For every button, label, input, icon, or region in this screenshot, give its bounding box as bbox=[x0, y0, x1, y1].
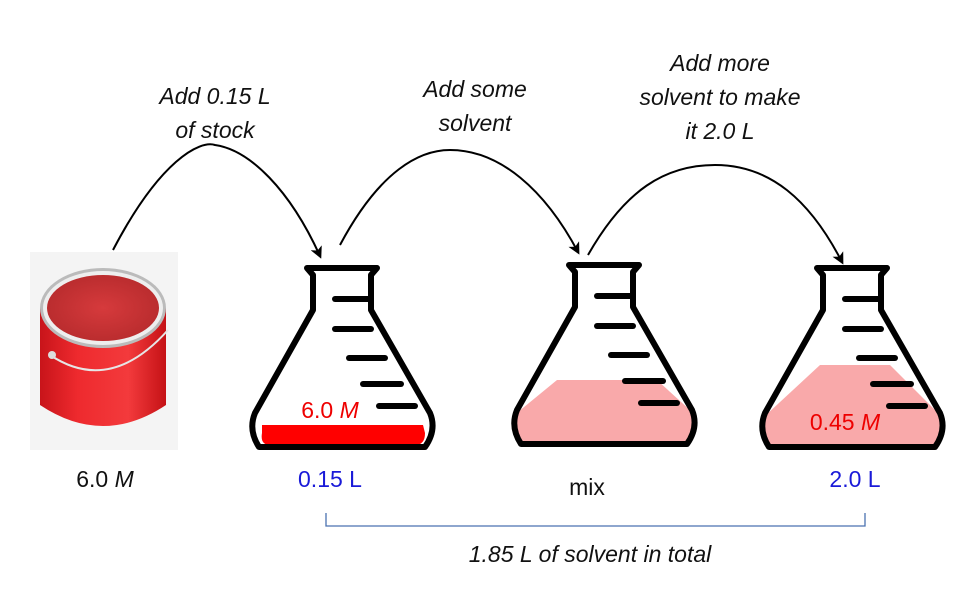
arrow-3 bbox=[587, 163, 844, 265]
step-2-label: Add some solvent bbox=[423, 76, 527, 136]
paint-can-icon bbox=[30, 252, 178, 450]
flask-3-concentration: 0.45 M bbox=[809, 409, 881, 435]
flask-1-concentration: 6.0 M bbox=[301, 397, 359, 423]
flask-1-icon bbox=[249, 265, 436, 450]
arrow-1 bbox=[112, 143, 322, 259]
step-1-label: Add 0.15 L of stock bbox=[159, 83, 271, 143]
flask-2-label: mix bbox=[569, 474, 605, 500]
flask-3-icon bbox=[759, 265, 946, 450]
arrow-2 bbox=[339, 148, 580, 255]
solvent-bracket bbox=[325, 513, 866, 527]
step-3-label: Add more solvent to make it 2.0 L bbox=[639, 50, 801, 144]
flask-3-volume: 2.0 L bbox=[829, 466, 881, 492]
flask-2-icon bbox=[511, 262, 698, 447]
solvent-total-label: 1.85 L of solvent in total bbox=[468, 541, 712, 567]
flask-1-volume: 0.15 L bbox=[298, 466, 362, 492]
stock-concentration-label: 6.0 M bbox=[76, 466, 134, 492]
